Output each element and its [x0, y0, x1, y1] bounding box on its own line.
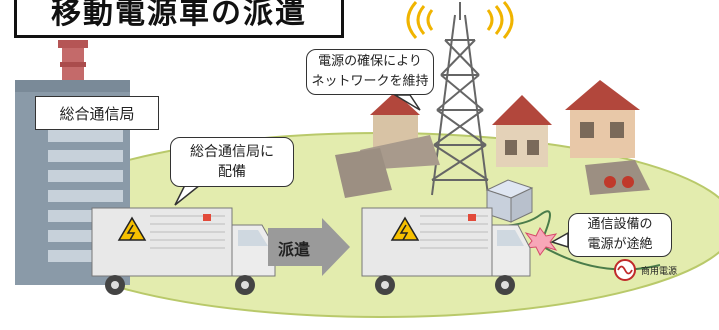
- radio-tower-icon: [431, 2, 489, 196]
- spark-icon: [524, 227, 558, 256]
- dispatch-arrow-icon: [268, 218, 350, 276]
- dispatch-label: 派遣: [278, 240, 311, 259]
- rubble-icon: [335, 148, 650, 198]
- radio-waves-icon: [406, 1, 514, 39]
- commercial-power-label: 商用電源: [641, 267, 678, 277]
- tower-callout: 電源の確保により ネットワークを維持: [306, 49, 434, 95]
- page-title: 移動電源車の派遣: [14, 0, 344, 38]
- deploy-callout: 総合通信局に 配備: [170, 137, 294, 187]
- damaged-house-icon: [360, 80, 640, 170]
- generator-box-icon: [485, 179, 534, 223]
- power-truck-left-icon: [91, 207, 276, 295]
- power-truck-right-icon: [361, 207, 531, 295]
- callout-tail-tower: [392, 94, 421, 111]
- ac-power-icon: [614, 259, 636, 281]
- office-label: 総合通信局: [35, 96, 159, 130]
- cutoff-callout: 通信設備の 電源が途絶: [568, 213, 672, 257]
